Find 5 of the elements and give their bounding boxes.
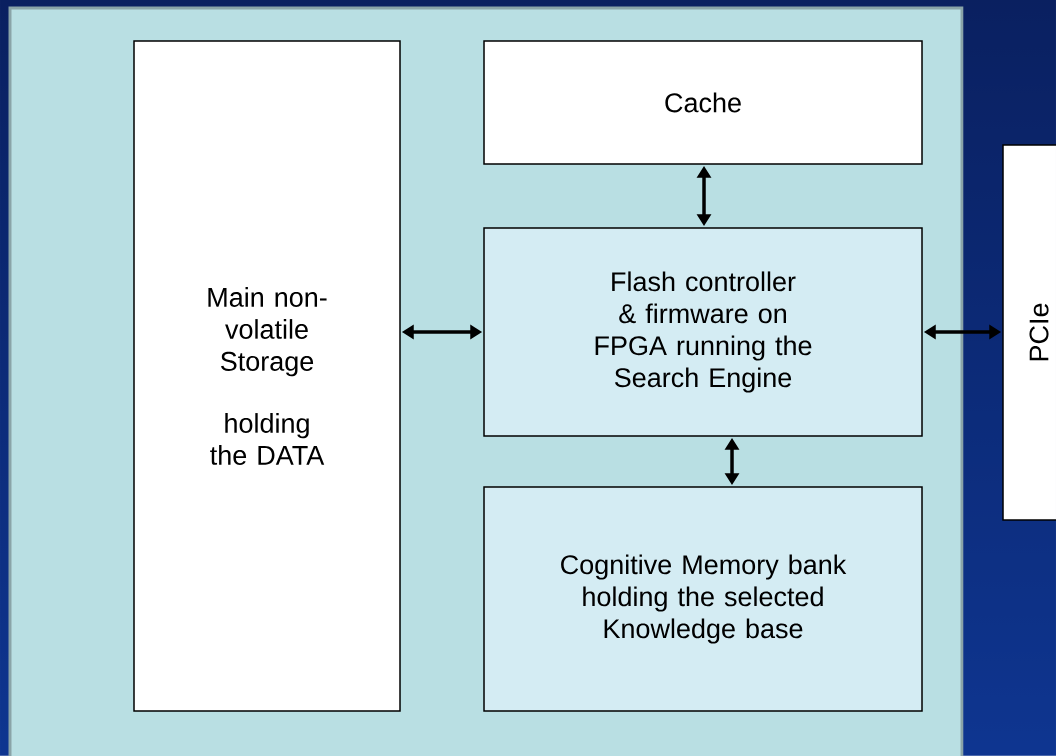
storage-box: Main non-volatile Storage holding the DATA: [133, 40, 401, 712]
memory-box: Cognitive Memory bank holding the selected Knowledge base: [483, 486, 923, 712]
connector-box: PCIe: [1002, 144, 1056, 521]
cache-box: Cache: [483, 40, 923, 165]
controller-box: Flash controller & firmware on FPGA running the Search Engine: [483, 227, 923, 437]
